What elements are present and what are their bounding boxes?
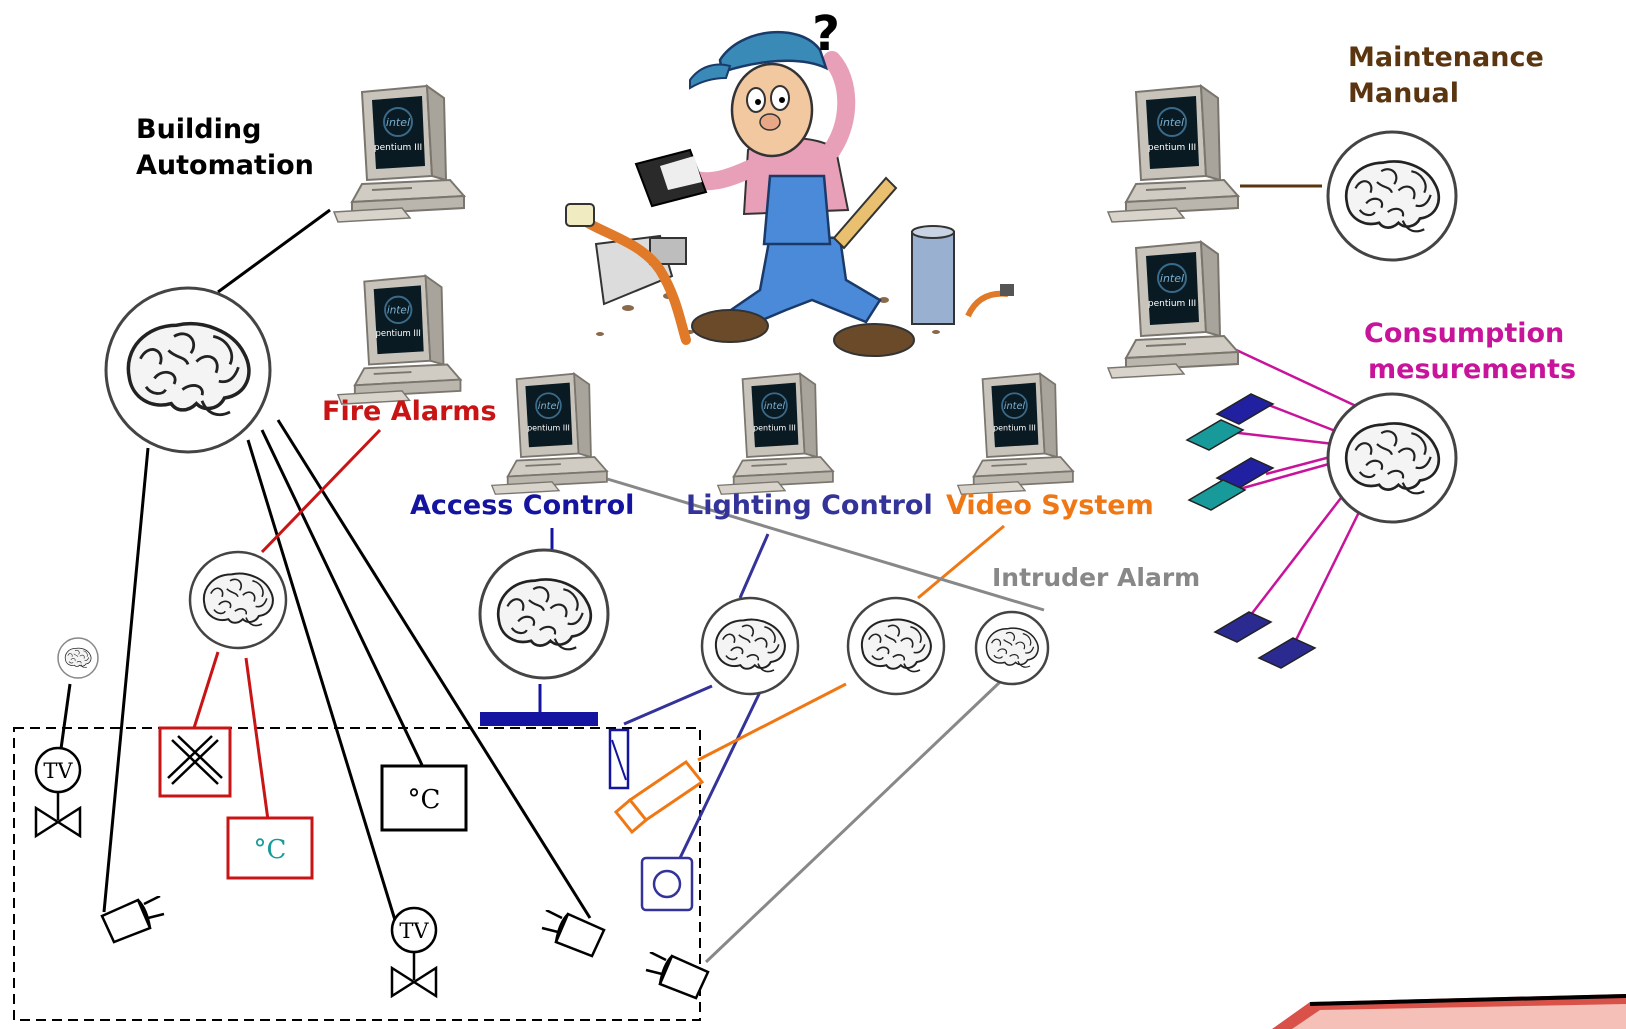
camera-icon — [613, 759, 705, 835]
temp-sensor-red — [226, 816, 314, 880]
sensor-diamond-icon — [1214, 611, 1272, 643]
confused-worker-icon — [565, 30, 1014, 357]
brain-main-controller — [104, 286, 272, 454]
label-building-automation-1: Building — [136, 114, 262, 145]
sensor-diamond-icon — [1186, 419, 1244, 451]
temp-sensor-red-label: °C — [254, 835, 287, 865]
brain-lighting — [700, 596, 800, 696]
corner-decoration-edge — [1310, 994, 1626, 1006]
temp-sensor-black-label: °C — [408, 785, 441, 815]
brain-video — [846, 596, 946, 696]
computer-icon — [333, 85, 465, 223]
intruder-alarm-lines — [603, 476, 1045, 964]
computer-icon — [1107, 241, 1239, 379]
label-video-system: Video System — [946, 490, 1154, 521]
fire-alarm-lines — [192, 428, 382, 821]
building-automation-lines — [58, 208, 592, 931]
computer-icon — [490, 372, 608, 496]
sensor-diamond-icon — [1216, 393, 1274, 425]
access-bus-bar — [480, 712, 598, 726]
label-maintenance-2: Manual — [1348, 78, 1460, 109]
label-maintenance-1: Maintenance — [1348, 42, 1544, 73]
detector-icon — [100, 896, 166, 944]
brain-fire — [188, 550, 288, 650]
brain-small-valve — [57, 637, 99, 679]
computer-icon — [956, 372, 1074, 496]
label-lighting-control: Lighting Control — [686, 490, 933, 521]
lighting-control-lines — [623, 533, 770, 859]
valve-icon — [390, 906, 438, 998]
building-boundary — [13, 727, 701, 1021]
label-fire-alarms: Fire Alarms — [322, 396, 497, 427]
access-control-lines — [538, 528, 554, 714]
valve-icon — [34, 746, 82, 838]
corner-decoration-highlight — [1292, 1004, 1626, 1029]
brain-intruder — [974, 610, 1050, 686]
computer-icon — [1107, 85, 1239, 223]
smoke-detector-icon — [158, 726, 232, 798]
sensor-diamond-icon — [1258, 637, 1316, 669]
temp-sensor-black — [380, 764, 468, 832]
light-switch-icon — [640, 856, 694, 912]
label-building-automation-2: Automation — [136, 150, 314, 181]
brain-access — [478, 548, 610, 680]
question-mark: ? — [812, 6, 840, 62]
computer-icon — [336, 274, 462, 406]
label-intruder-alarm: Intruder Alarm — [992, 563, 1201, 592]
label-access-control: Access Control — [410, 490, 635, 521]
detector-icon — [644, 952, 710, 1000]
video-system-lines — [697, 524, 1005, 762]
label-consumption-1: Consumption — [1364, 318, 1565, 349]
computer-icon — [716, 372, 834, 496]
consumption-lines — [1229, 346, 1364, 641]
detector-icon — [540, 910, 606, 958]
label-consumption-2: mesurements — [1368, 354, 1577, 385]
brain-consumption — [1326, 392, 1458, 524]
brain-maintenance — [1326, 130, 1458, 262]
